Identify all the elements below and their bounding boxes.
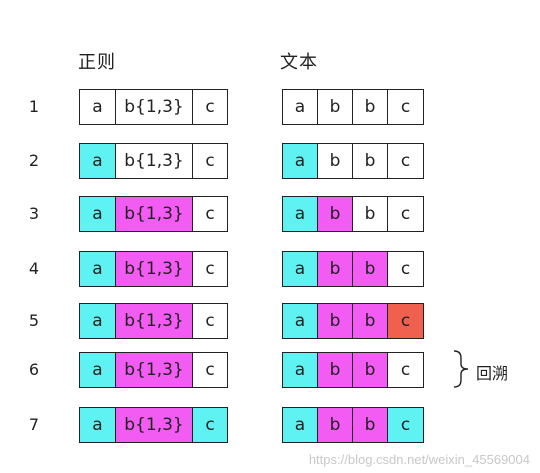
row-number: 7	[28, 415, 40, 434]
regex-token-cell: a	[80, 252, 116, 286]
regex-token-cell: a	[80, 304, 116, 338]
regex-token-cell: b{1,3}	[116, 304, 193, 338]
text-char-cell: a	[283, 90, 318, 124]
regex-token-cell: c	[193, 144, 227, 178]
text-char-cell: a	[283, 408, 318, 442]
regex-token-cell: b{1,3}	[116, 144, 193, 178]
regex-token-cell: b{1,3}	[116, 197, 193, 231]
regex-token-cell: c	[193, 252, 227, 286]
text-char-cell: b	[353, 90, 388, 124]
row-number: 1	[28, 97, 40, 116]
row-number: 6	[28, 360, 40, 379]
regex-token-cell: a	[80, 90, 116, 124]
text-char-cell: b	[353, 144, 388, 178]
text-char-cell: c	[388, 304, 423, 338]
text-char-cell: c	[388, 353, 423, 387]
text-char-cell: a	[283, 197, 318, 231]
text-char-cell: b	[318, 144, 353, 178]
regex-token-cell: a	[80, 408, 116, 442]
text-char-cell: a	[283, 252, 318, 286]
text-char-cell: b	[318, 90, 353, 124]
regex-token-cell: a	[80, 197, 116, 231]
text-char-cell: b	[353, 197, 388, 231]
text-char-cell: b	[353, 408, 388, 442]
regex-token-cell: b{1,3}	[116, 90, 193, 124]
regex-token-cell: b{1,3}	[116, 408, 193, 442]
regex-token-cell: c	[193, 353, 227, 387]
regex-token-cell: a	[80, 144, 116, 178]
text-char-cell: b	[353, 304, 388, 338]
row-number: 2	[28, 151, 40, 170]
row-number: 4	[28, 259, 40, 278]
regex-token-cell: c	[193, 90, 227, 124]
text-char-cell: a	[283, 144, 318, 178]
regex-token-cell: c	[193, 408, 227, 442]
row-number: 3	[28, 204, 40, 223]
row-number: 5	[28, 311, 40, 330]
regex-token-cell: c	[193, 197, 227, 231]
regex-token-cell: b{1,3}	[116, 353, 193, 387]
text-char-cell: a	[283, 353, 318, 387]
text-char-cell: b	[318, 252, 353, 286]
text-char-cell: b	[353, 252, 388, 286]
text-char-cell: c	[388, 408, 423, 442]
regex-token-cell: c	[193, 304, 227, 338]
text-char-cell: c	[388, 197, 423, 231]
backtrack-brace-icon	[453, 350, 469, 388]
text-char-cell: b	[318, 353, 353, 387]
text-char-cell: c	[388, 144, 423, 178]
text-char-cell: b	[318, 304, 353, 338]
watermark: https://blog.csdn.net/weixin_45569004	[308, 452, 530, 467]
backtrack-label: 回溯	[476, 364, 509, 383]
regex-column-heading: 正则	[78, 52, 116, 73]
regex-token-cell: b{1,3}	[116, 252, 193, 286]
text-char-cell: b	[318, 408, 353, 442]
text-char-cell: b	[318, 197, 353, 231]
text-column-heading: 文本	[280, 52, 318, 73]
text-char-cell: a	[283, 304, 318, 338]
text-char-cell: b	[353, 353, 388, 387]
text-char-cell: c	[388, 252, 423, 286]
regex-token-cell: a	[80, 353, 116, 387]
text-char-cell: c	[388, 90, 423, 124]
